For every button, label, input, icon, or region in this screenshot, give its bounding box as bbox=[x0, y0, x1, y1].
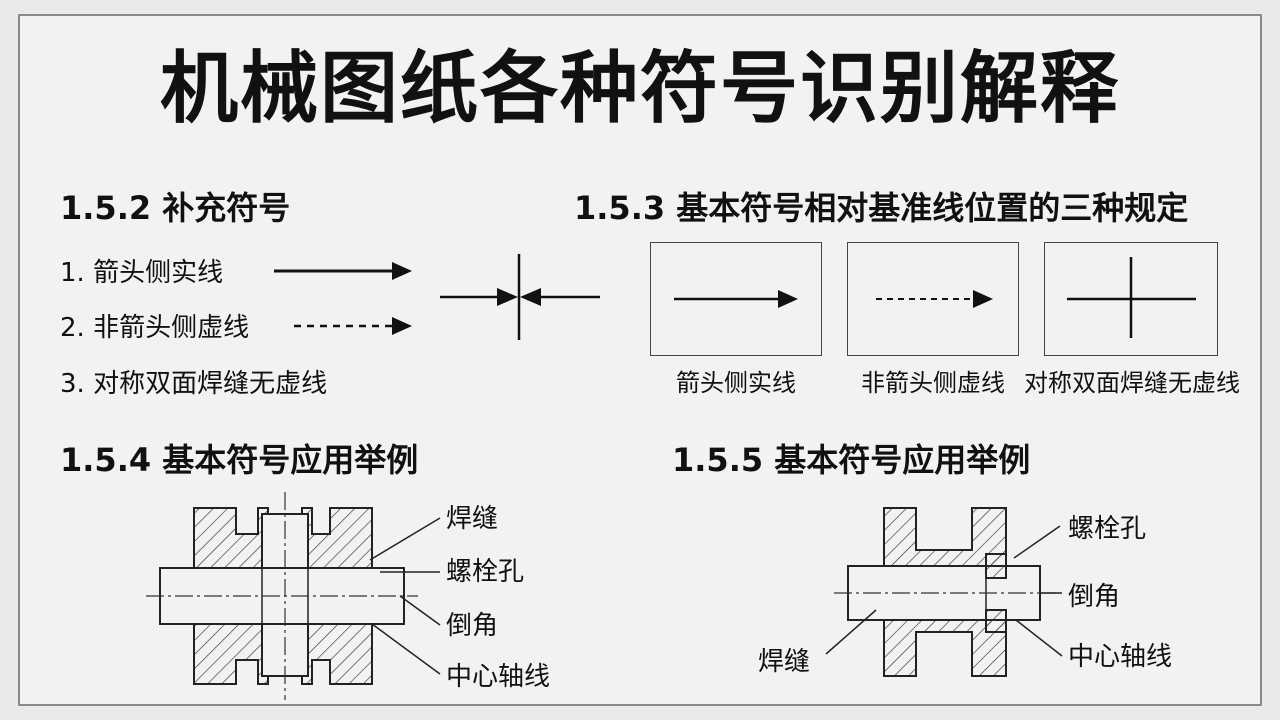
callout-chamfer-154: 倒角 bbox=[446, 611, 499, 641]
callout-weld-155: 焊缝 bbox=[758, 647, 811, 677]
page-title: 机械图纸各种符号识别解释 bbox=[159, 44, 1120, 134]
label-dashed-line: 非箭头侧虚线 bbox=[861, 369, 1005, 397]
label-symmetric: 对称双面焊缝无虚线 bbox=[1024, 369, 1240, 397]
supplementary-item-1: 1. 箭头侧实线 bbox=[60, 258, 224, 288]
supplementary-item-3: 3. 对称双面焊缝无虚线 bbox=[60, 369, 328, 399]
section-154-heading: 1.5.4 基本符号应用举例 bbox=[60, 441, 419, 479]
callout-center-axis-155: 中心轴线 bbox=[1068, 642, 1173, 672]
callout-center-axis-154: 中心轴线 bbox=[446, 662, 551, 692]
callout-bolt-hole-155: 螺栓孔 bbox=[1068, 514, 1147, 544]
callout-chamfer-155: 倒角 bbox=[1068, 582, 1121, 612]
label-solid-line: 箭头侧实线 bbox=[676, 369, 796, 397]
section-152-heading: 1.5.2 补充符号 bbox=[60, 189, 291, 227]
callout-weld-154: 焊缝 bbox=[446, 504, 499, 534]
section-155-heading: 1.5.5 基本符号应用举例 bbox=[672, 441, 1031, 479]
section-153-heading: 1.5.3 基本符号相对基准线位置的三种规定 bbox=[574, 189, 1189, 227]
supplementary-item-2: 2. 非箭头侧虚线 bbox=[60, 313, 250, 343]
callout-bolt-hole-154: 螺栓孔 bbox=[446, 557, 525, 587]
